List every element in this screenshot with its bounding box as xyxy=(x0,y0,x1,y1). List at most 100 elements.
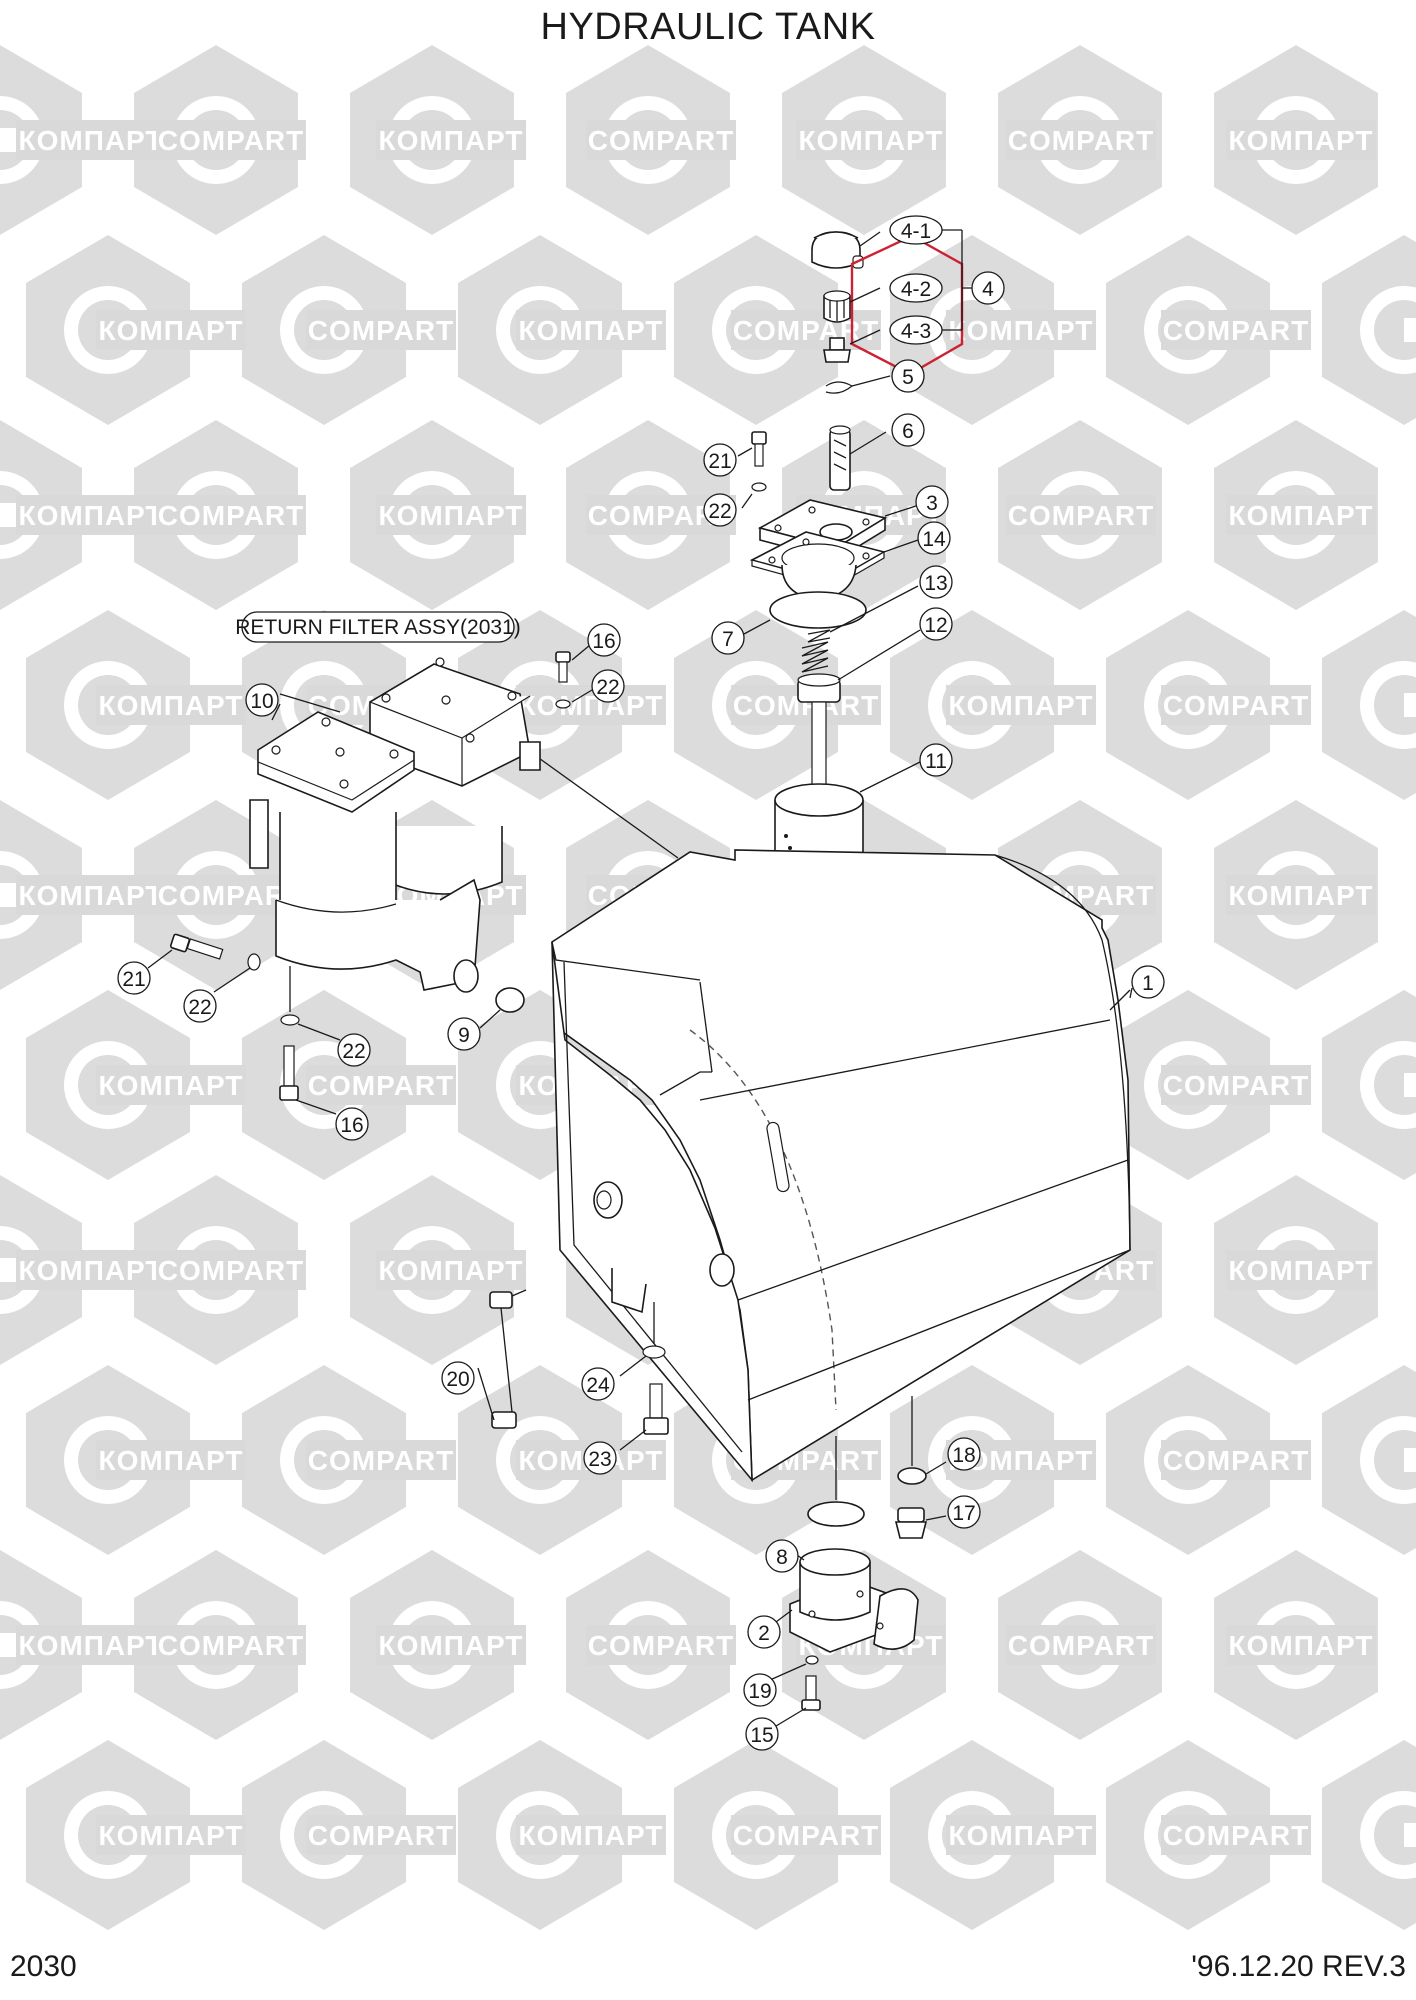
watermark-text: COMPART xyxy=(158,125,304,156)
callout-20-text: 20 xyxy=(446,1368,469,1391)
callout-4-text: 4 xyxy=(982,278,994,301)
revision-date: '96.12.20 REV.3 xyxy=(1191,1950,1406,1983)
washer-24 xyxy=(642,1345,666,1359)
strainer-4-2 xyxy=(823,290,851,323)
assembly-leader-line xyxy=(535,755,679,859)
watermark-text: КОМПАРТ xyxy=(949,315,1094,346)
callout-24-text: 24 xyxy=(586,1374,610,1397)
washer-22-low xyxy=(280,1014,300,1026)
callout-2-text: 2 xyxy=(758,1622,770,1645)
callout-9-text: 9 xyxy=(458,1024,470,1047)
callout-4-3: 4-3 xyxy=(889,315,943,345)
callout-4-2: 4-2 xyxy=(889,273,943,303)
suction-pipe-2 xyxy=(789,1548,919,1653)
watermark-text: КОМПАРТ xyxy=(949,690,1094,721)
watermark-band xyxy=(16,1250,166,1290)
watermark-band xyxy=(1006,495,1156,535)
callout-1-text: 1 xyxy=(1142,972,1154,995)
watermark-text: КОМПАРТ xyxy=(379,500,524,531)
washer-22-mid xyxy=(555,699,571,709)
valve-4-3 xyxy=(823,337,851,363)
watermark-band xyxy=(376,495,526,535)
watermark-text: КОМПАРТ xyxy=(19,880,164,911)
washer-22-left xyxy=(247,953,261,971)
return-filter-assy xyxy=(249,657,541,993)
assembly-label: RETURN FILTER ASSY(2031) xyxy=(235,611,521,643)
callout-16-low: 16 xyxy=(335,1107,369,1141)
callout-21-top: 21 xyxy=(703,443,737,477)
watermark-text: COMPART xyxy=(1008,125,1154,156)
watermark-band xyxy=(1161,1440,1311,1480)
watermark-text: КОМПАРТ xyxy=(1229,1255,1374,1286)
callout-4: 4 xyxy=(971,271,1005,305)
o-ring-9 xyxy=(495,987,525,1013)
watermark-band xyxy=(306,1815,456,1855)
watermark-band xyxy=(16,495,166,535)
bolt-16-low xyxy=(279,1045,299,1101)
callout-9: 9 xyxy=(447,1017,481,1051)
watermark-text: КОМПАРТ xyxy=(99,1820,244,1851)
watermark-band xyxy=(156,495,306,535)
callout-19: 19 xyxy=(743,1673,777,1707)
callout-4-3-text: 4-3 xyxy=(901,320,931,343)
bolt-21-left xyxy=(169,933,224,960)
watermark-band xyxy=(376,1625,526,1665)
callout-6-text: 6 xyxy=(902,420,914,443)
watermark-text: КОМПАРТ xyxy=(1229,125,1374,156)
callout-22-low: 22 xyxy=(337,1033,371,1067)
watermark-text: COMPART xyxy=(733,1820,879,1851)
callout-16-low-text: 16 xyxy=(340,1114,363,1137)
watermark-band xyxy=(1006,120,1156,160)
watermark-text: COMPART xyxy=(1163,690,1309,721)
callout-22-mid: 22 xyxy=(591,669,625,703)
callout-6: 6 xyxy=(891,413,925,447)
page-title: HYDRAULIC TANK xyxy=(540,6,876,48)
callout-17: 17 xyxy=(947,1495,981,1529)
watermark-band xyxy=(516,310,666,350)
o-ring-18 xyxy=(897,1467,927,1485)
watermark-band xyxy=(731,310,881,350)
watermark-text: КОМПАРТ xyxy=(519,1820,664,1851)
callout-11: 11 xyxy=(919,743,953,777)
callout-23-text: 23 xyxy=(588,1448,611,1471)
strainer-6 xyxy=(829,425,851,491)
callout-11-text: 11 xyxy=(925,750,947,773)
watermark-band xyxy=(156,120,306,160)
watermark-band xyxy=(946,685,1096,725)
watermark-band xyxy=(306,1440,456,1480)
bolt-16-top xyxy=(555,651,571,683)
callout-22-low-text: 22 xyxy=(342,1040,365,1063)
callout-19-text: 19 xyxy=(748,1680,771,1703)
watermark-text: КОМПАРТ xyxy=(1229,1630,1374,1661)
callout-7-text: 7 xyxy=(722,628,734,651)
watermark-text: COMPART xyxy=(158,1255,304,1286)
watermark-text: COMPART xyxy=(1163,1070,1309,1101)
callout-22-left-text: 22 xyxy=(188,996,211,1019)
watermark-text: КОМПАРТ xyxy=(19,1255,164,1286)
watermark-text: КОМПАРТ xyxy=(19,125,164,156)
watermark-band xyxy=(96,1815,246,1855)
breather-cap-4-1 xyxy=(811,231,864,269)
watermark-band xyxy=(376,1250,526,1290)
callout-22-mid-text: 22 xyxy=(596,676,619,699)
watermark-band xyxy=(1006,1625,1156,1665)
watermark-text: КОМПАРТ xyxy=(519,690,664,721)
watermark-band xyxy=(586,120,736,160)
watermark-band xyxy=(1161,685,1311,725)
page-number: 2030 xyxy=(10,1950,77,1983)
callout-16-top-text: 16 xyxy=(592,630,615,653)
callout-18: 18 xyxy=(947,1437,981,1471)
watermark-band xyxy=(586,1625,736,1665)
callout-21-top-text: 21 xyxy=(708,450,731,473)
watermark-band xyxy=(16,1625,166,1665)
watermark-band xyxy=(1226,495,1376,535)
callout-13: 13 xyxy=(919,565,953,599)
watermark-text: КОМПАРТ xyxy=(1229,500,1374,531)
watermark-band xyxy=(1161,1815,1311,1855)
callout-4-2-text: 4-2 xyxy=(901,278,931,301)
watermark-band xyxy=(96,1065,246,1105)
watermark-text: COMPART xyxy=(308,315,454,346)
tank-body-1 xyxy=(551,849,1131,1483)
watermark-text: COMPART xyxy=(308,1445,454,1476)
